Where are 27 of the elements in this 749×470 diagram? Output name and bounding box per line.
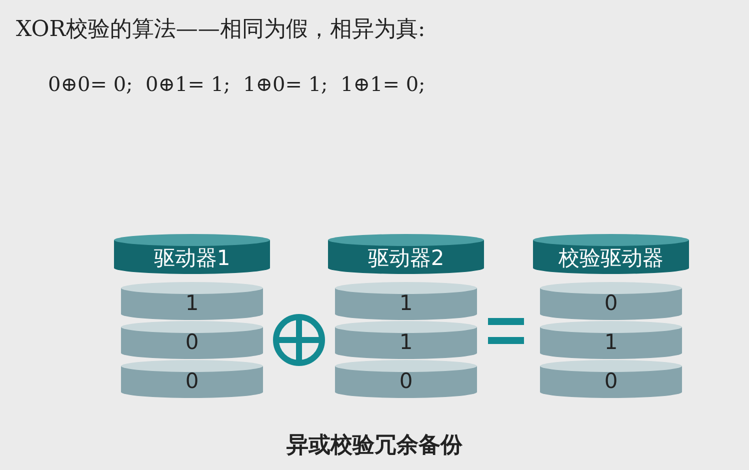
bit-value: 0: [603, 291, 619, 315]
title: XOR校验的算法——相同为假，相异为真:: [16, 16, 426, 44]
drive-cylinder: [328, 234, 484, 274]
disk-cylinder: [121, 360, 263, 398]
bit-value: 0: [603, 369, 619, 393]
caption: 异或校验冗余备份: [286, 432, 464, 460]
bit-value: 1: [184, 291, 200, 315]
bit-value: 1: [398, 291, 414, 315]
disk-cylinder: [540, 321, 682, 359]
disk-cylinder: [335, 360, 477, 398]
drive-label: 驱动器2: [366, 245, 446, 272]
drive-cylinder: [114, 234, 270, 274]
drive-label: 驱动器1: [152, 245, 232, 272]
bit-value: 0: [184, 330, 200, 354]
drive-cylinder: [533, 234, 689, 274]
disk-cylinder: [335, 321, 477, 359]
disk-cylinder: [540, 282, 682, 320]
disk-cylinder: [121, 321, 263, 359]
disk-cylinder: [540, 360, 682, 398]
bit-value: 1: [398, 330, 414, 354]
disk-cylinder: [335, 282, 477, 320]
disk-cylinder: [121, 282, 263, 320]
bit-value: 0: [184, 369, 200, 393]
formula-text: 0⊕0= 0; 0⊕1= 1; 1⊕0= 1; 1⊕1= 0;: [48, 72, 426, 96]
bit-value: 1: [603, 330, 619, 354]
drive-label: 校验驱动器: [558, 245, 664, 272]
bit-value: 0: [398, 369, 414, 393]
